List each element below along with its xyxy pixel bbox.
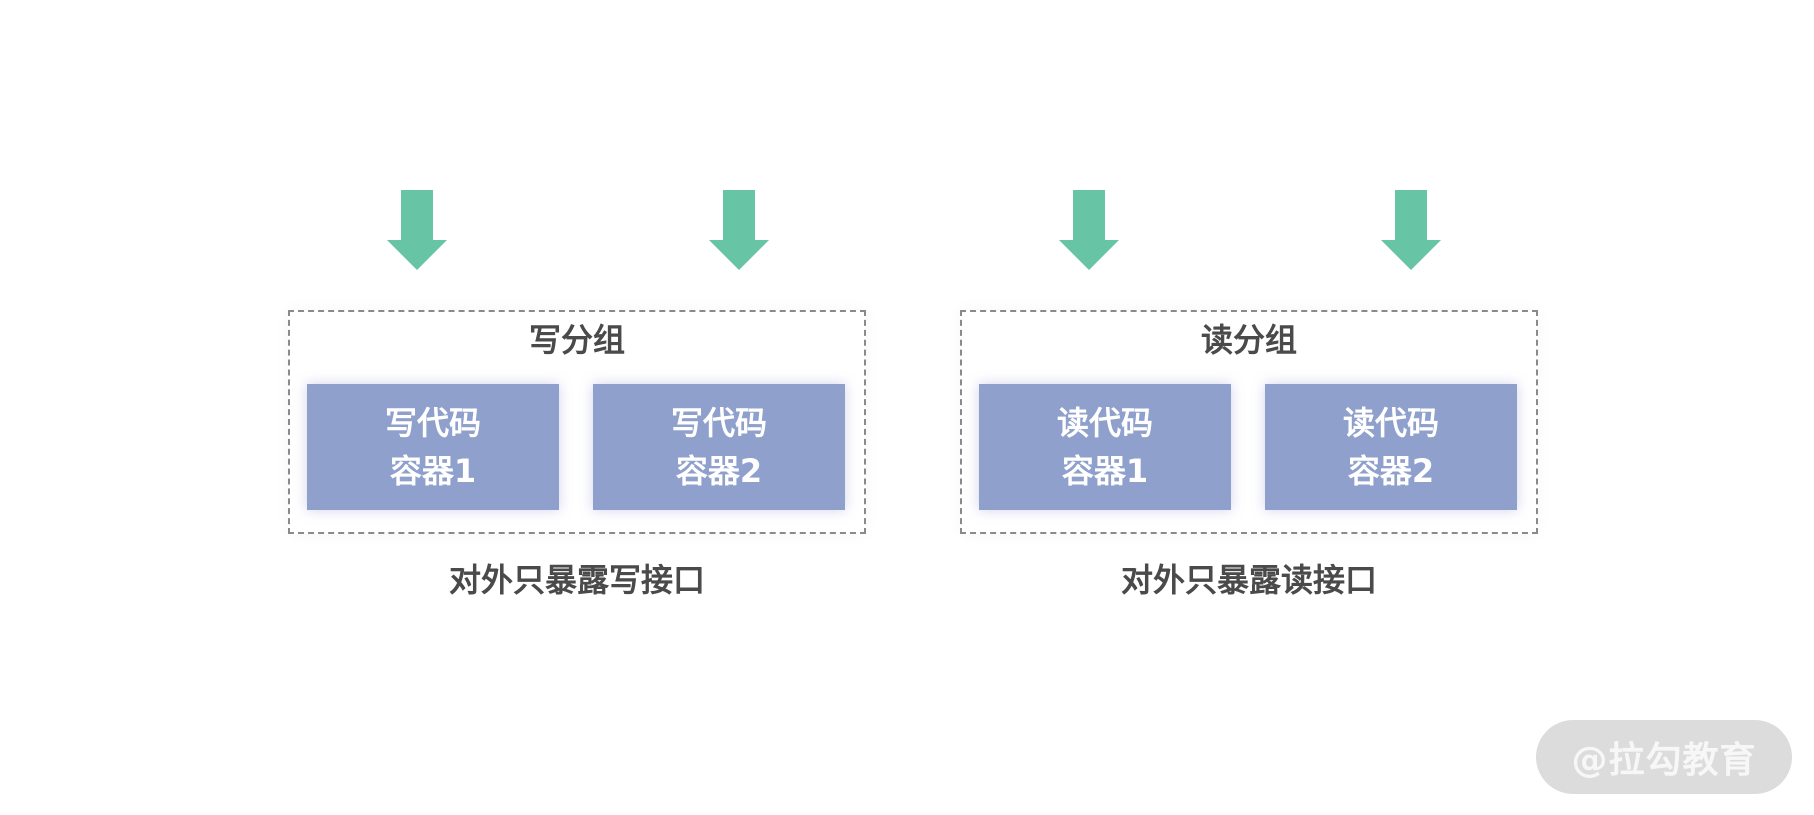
watermark-logo: @拉勾教育 <box>1536 720 1792 794</box>
write-container-2: 写代码 容器2 <box>593 384 845 510</box>
container-label: 容器2 <box>675 452 763 490</box>
container-label: 读代码 <box>1056 404 1153 442</box>
write-group-title: 写分组 <box>528 321 625 359</box>
write-group: 写分组 写代码 容器1 写代码 容器2 <box>288 310 866 534</box>
container-label: 读代码 <box>1342 404 1439 442</box>
write-group-caption: 对外只暴露写接口 <box>448 561 705 599</box>
read-group-title: 读分组 <box>1200 321 1297 359</box>
container-label: 容器1 <box>1061 452 1149 490</box>
arrow-down-icon <box>709 190 769 270</box>
arrow-down-icon <box>1381 190 1441 270</box>
arrow-down-icon <box>1059 190 1119 270</box>
read-group-caption: 对外只暴露读接口 <box>1120 561 1377 599</box>
container-label: 容器1 <box>389 452 477 490</box>
arrow-down-icon <box>387 190 447 270</box>
container-label: 写代码 <box>670 404 767 442</box>
read-container-2: 读代码 容器2 <box>1265 384 1517 510</box>
read-group: 读分组 读代码 容器1 读代码 容器2 <box>960 310 1538 534</box>
read-container-1: 读代码 容器1 <box>979 384 1231 510</box>
container-label: 写代码 <box>384 404 481 442</box>
container-label: 容器2 <box>1347 452 1435 490</box>
write-container-1: 写代码 容器1 <box>307 384 559 510</box>
